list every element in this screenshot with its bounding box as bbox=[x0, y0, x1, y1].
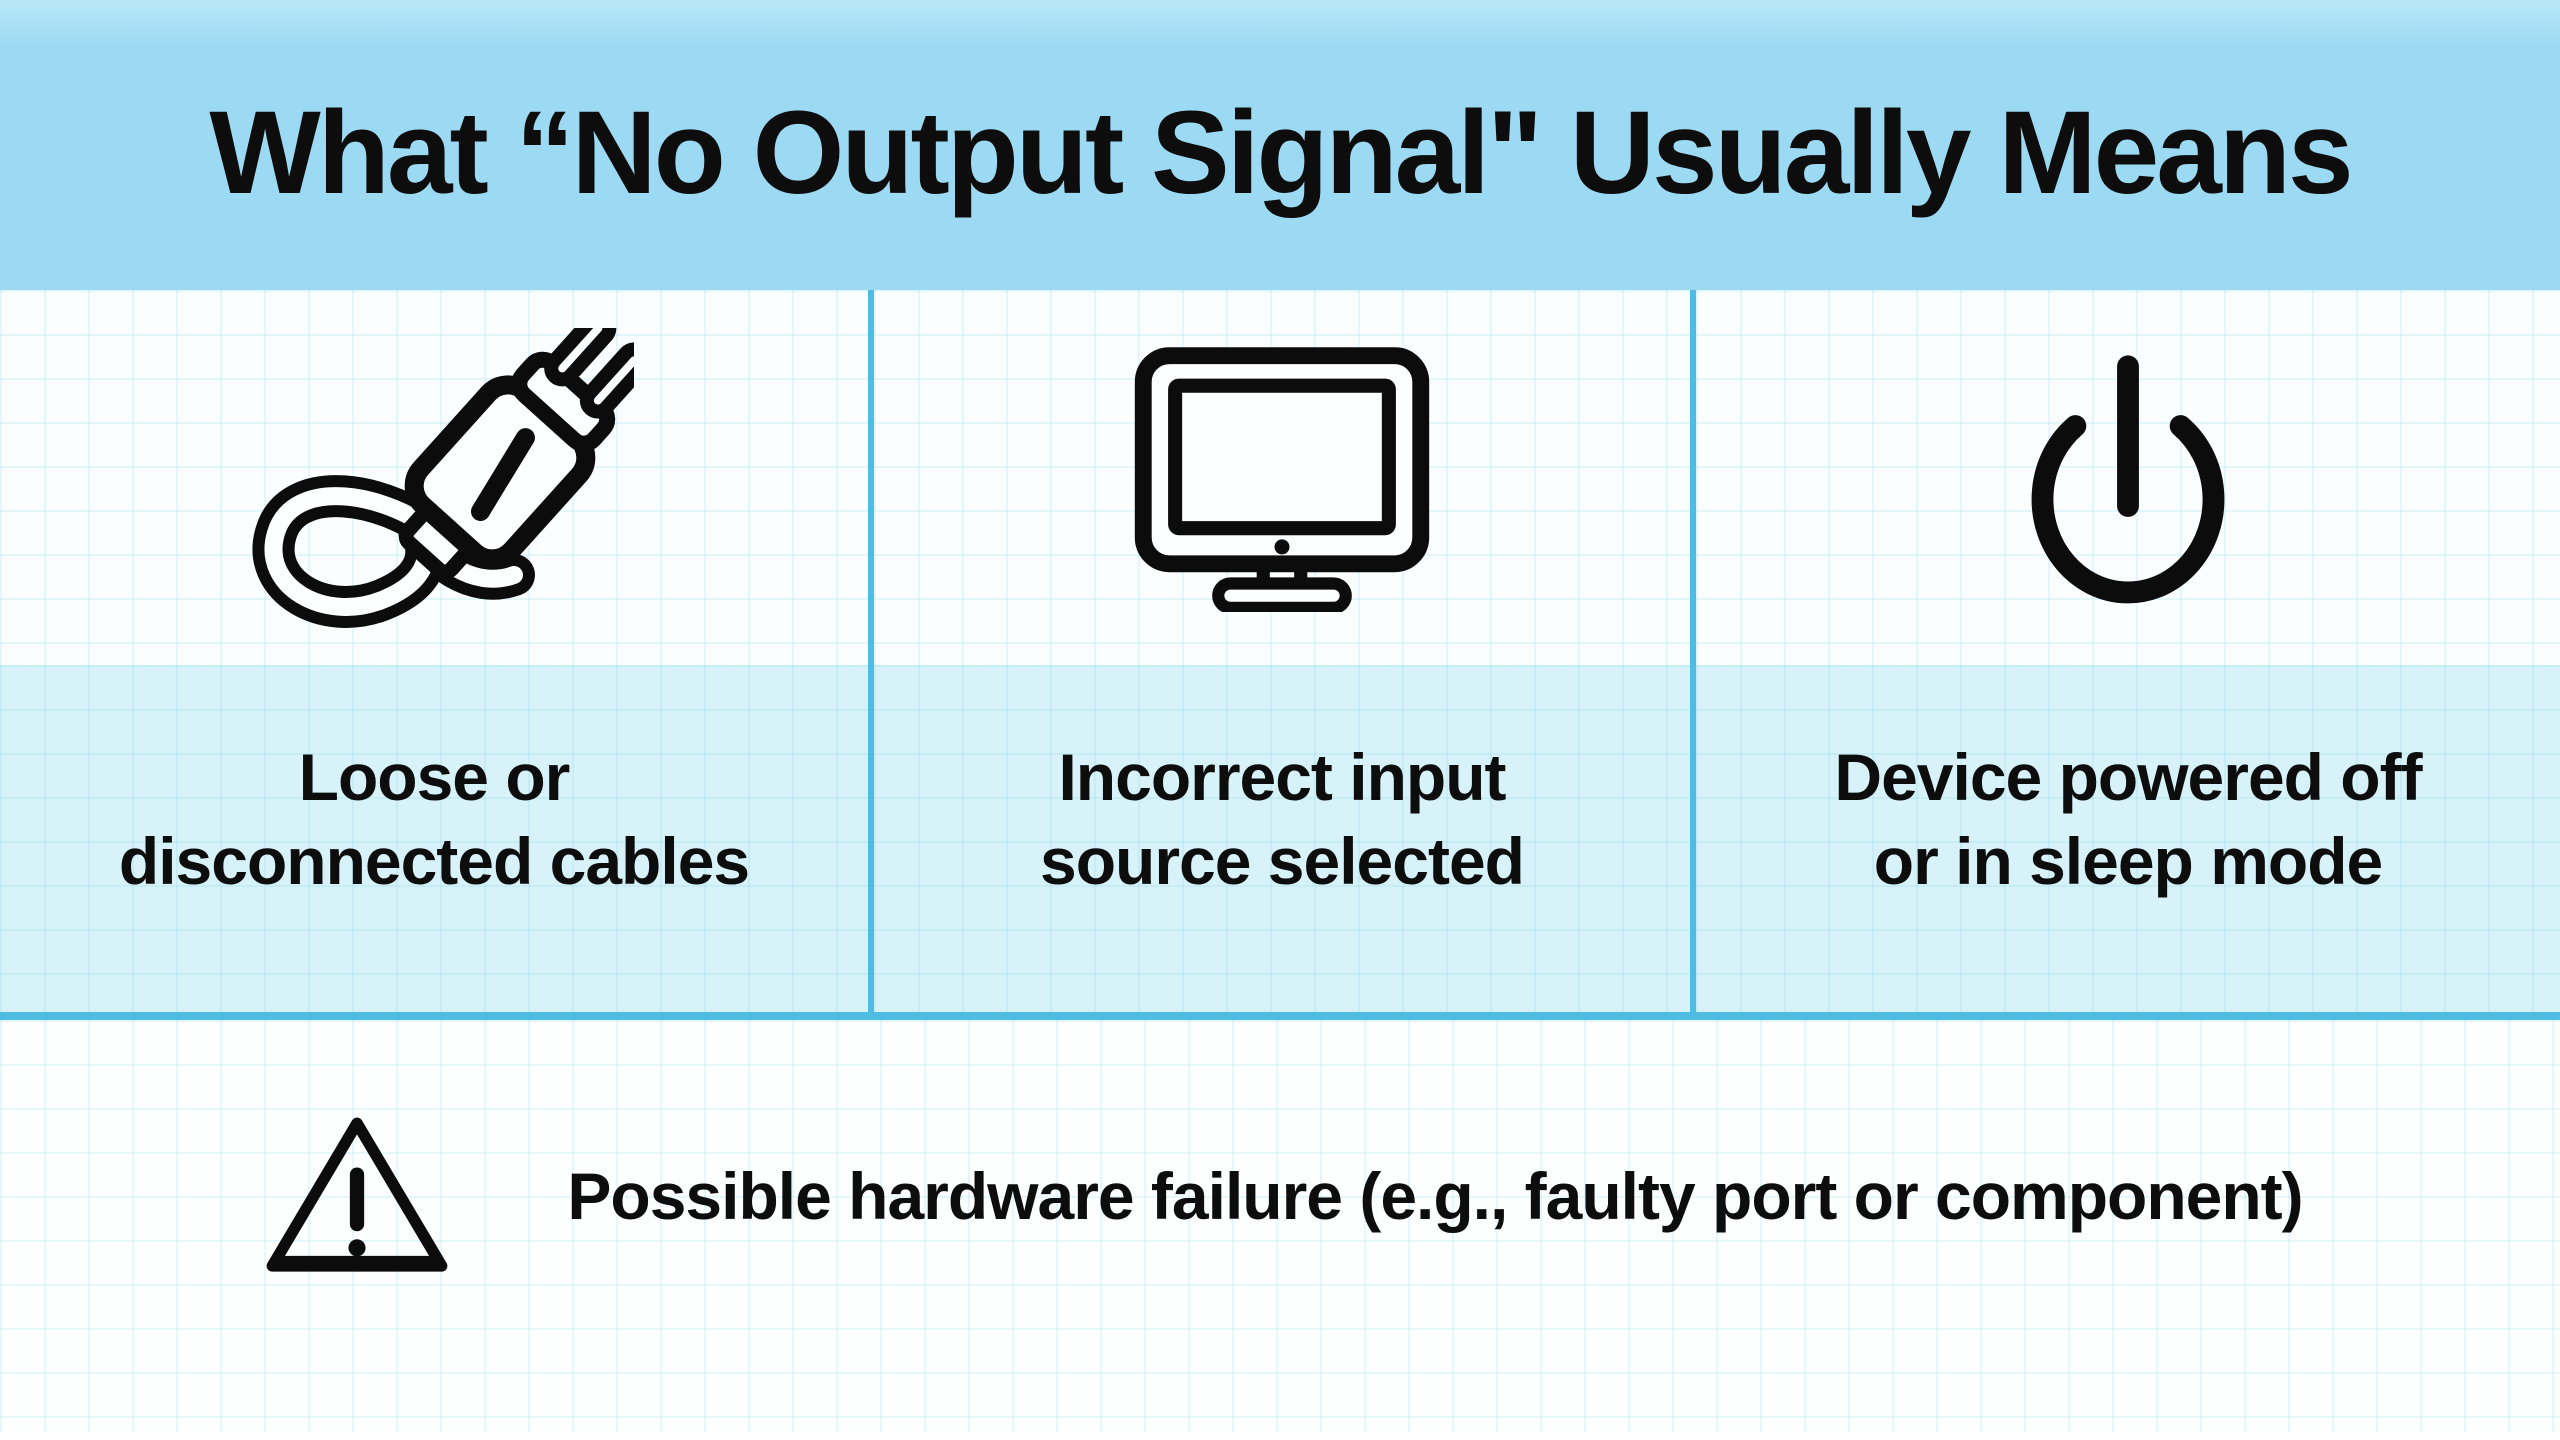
causes-grid: Loose or disconnected cables Incorrect i… bbox=[0, 290, 2560, 1020]
cause-column-power: Device powered off or in sleep mode bbox=[1690, 290, 2560, 1012]
cause-label-line: source selected bbox=[1040, 824, 1525, 898]
plug-cable-icon bbox=[252, 327, 634, 628]
cause-column-cables: Loose or disconnected cables bbox=[0, 290, 868, 1012]
power-icon-cell bbox=[1696, 290, 2560, 665]
power-icon bbox=[2031, 355, 2225, 604]
page-title: What “No Output Signal" Usually Means bbox=[209, 87, 2353, 220]
cable-icon-cell bbox=[0, 290, 868, 665]
cause-label-line: Loose or bbox=[298, 740, 571, 814]
header-banner: What “No Output Signal" Usually Means bbox=[0, 0, 2560, 290]
cause-label-line: or in sleep mode bbox=[1873, 824, 2383, 898]
hardware-failure-text: Possible hardware failure (e.g., faulty … bbox=[567, 1159, 2303, 1233]
cause-column-input-source: Incorrect input source selected bbox=[868, 290, 1690, 1012]
cable-label-band: Loose or disconnected cables bbox=[0, 665, 868, 1012]
power-label-band: Device powered off or in sleep mode bbox=[1696, 665, 2560, 1012]
hardware-failure-note: Possible hardware failure (e.g., faulty … bbox=[0, 1020, 2560, 1432]
warning-icon bbox=[266, 1117, 448, 1272]
cause-label-line: Incorrect input bbox=[1058, 740, 1506, 814]
cause-label-line: Device powered off bbox=[1834, 740, 2422, 814]
monitor-icon-cell bbox=[874, 290, 1690, 665]
cause-label-line: disconnected cables bbox=[118, 824, 750, 898]
monitor-icon bbox=[1134, 346, 1430, 612]
input-source-label-band: Incorrect input source selected bbox=[874, 665, 1690, 1012]
